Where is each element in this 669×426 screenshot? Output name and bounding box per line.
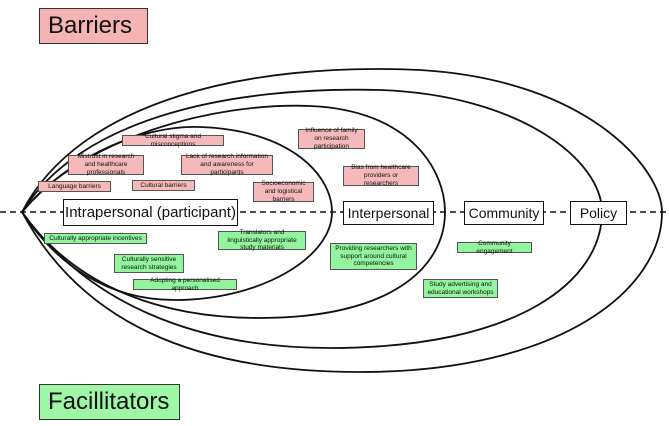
- barriers-title: Barriers: [39, 8, 148, 44]
- barrier-lack-of-information: Lack of research information and awarene…: [181, 153, 273, 176]
- facilitator-study-advertising: Study advertising and educational worksh…: [423, 279, 498, 298]
- facilitator-researcher-support: Providing researchers with support aroun…: [330, 243, 417, 270]
- interpersonal-ellipse: [20, 104, 446, 319]
- intrapersonal-ellipse: [20, 126, 333, 301]
- facilitators-title: Facillitators: [39, 384, 180, 420]
- barrier-cultural: Cultural barriers: [132, 180, 195, 191]
- level-community: Community: [464, 201, 544, 225]
- level-policy: Policy: [570, 201, 627, 225]
- level-interpersonal: Interpersonal: [343, 201, 434, 225]
- barrier-mistrust: Mistrust in research and healthcare prof…: [68, 153, 144, 176]
- facilitator-personalised-approach: Adopting a personalised approach: [133, 277, 237, 292]
- barrier-family-influence: Influence of family on research particip…: [298, 127, 365, 150]
- level-intrapersonal: Intrapersonal (participant): [63, 199, 238, 226]
- facilitator-translators: Translators and linguistically appropria…: [218, 229, 306, 251]
- facilitator-community-engagement: Community engagement: [457, 240, 532, 255]
- policy-ellipse: [20, 68, 663, 373]
- barrier-language: Language barriers: [38, 181, 111, 192]
- barrier-cultural-stigma: Cultural stigma and misconceptions: [122, 133, 224, 148]
- barrier-provider-bias: Bias from healthcare providers or resear…: [343, 164, 419, 187]
- facilitator-incentives: Culturally appropriate incentives: [44, 233, 147, 244]
- barrier-socioeconomic: Socioeconomic and logistical barriers: [253, 180, 314, 203]
- facilitator-sensitive-strategies: Culturally sensitive research strategies: [114, 254, 184, 273]
